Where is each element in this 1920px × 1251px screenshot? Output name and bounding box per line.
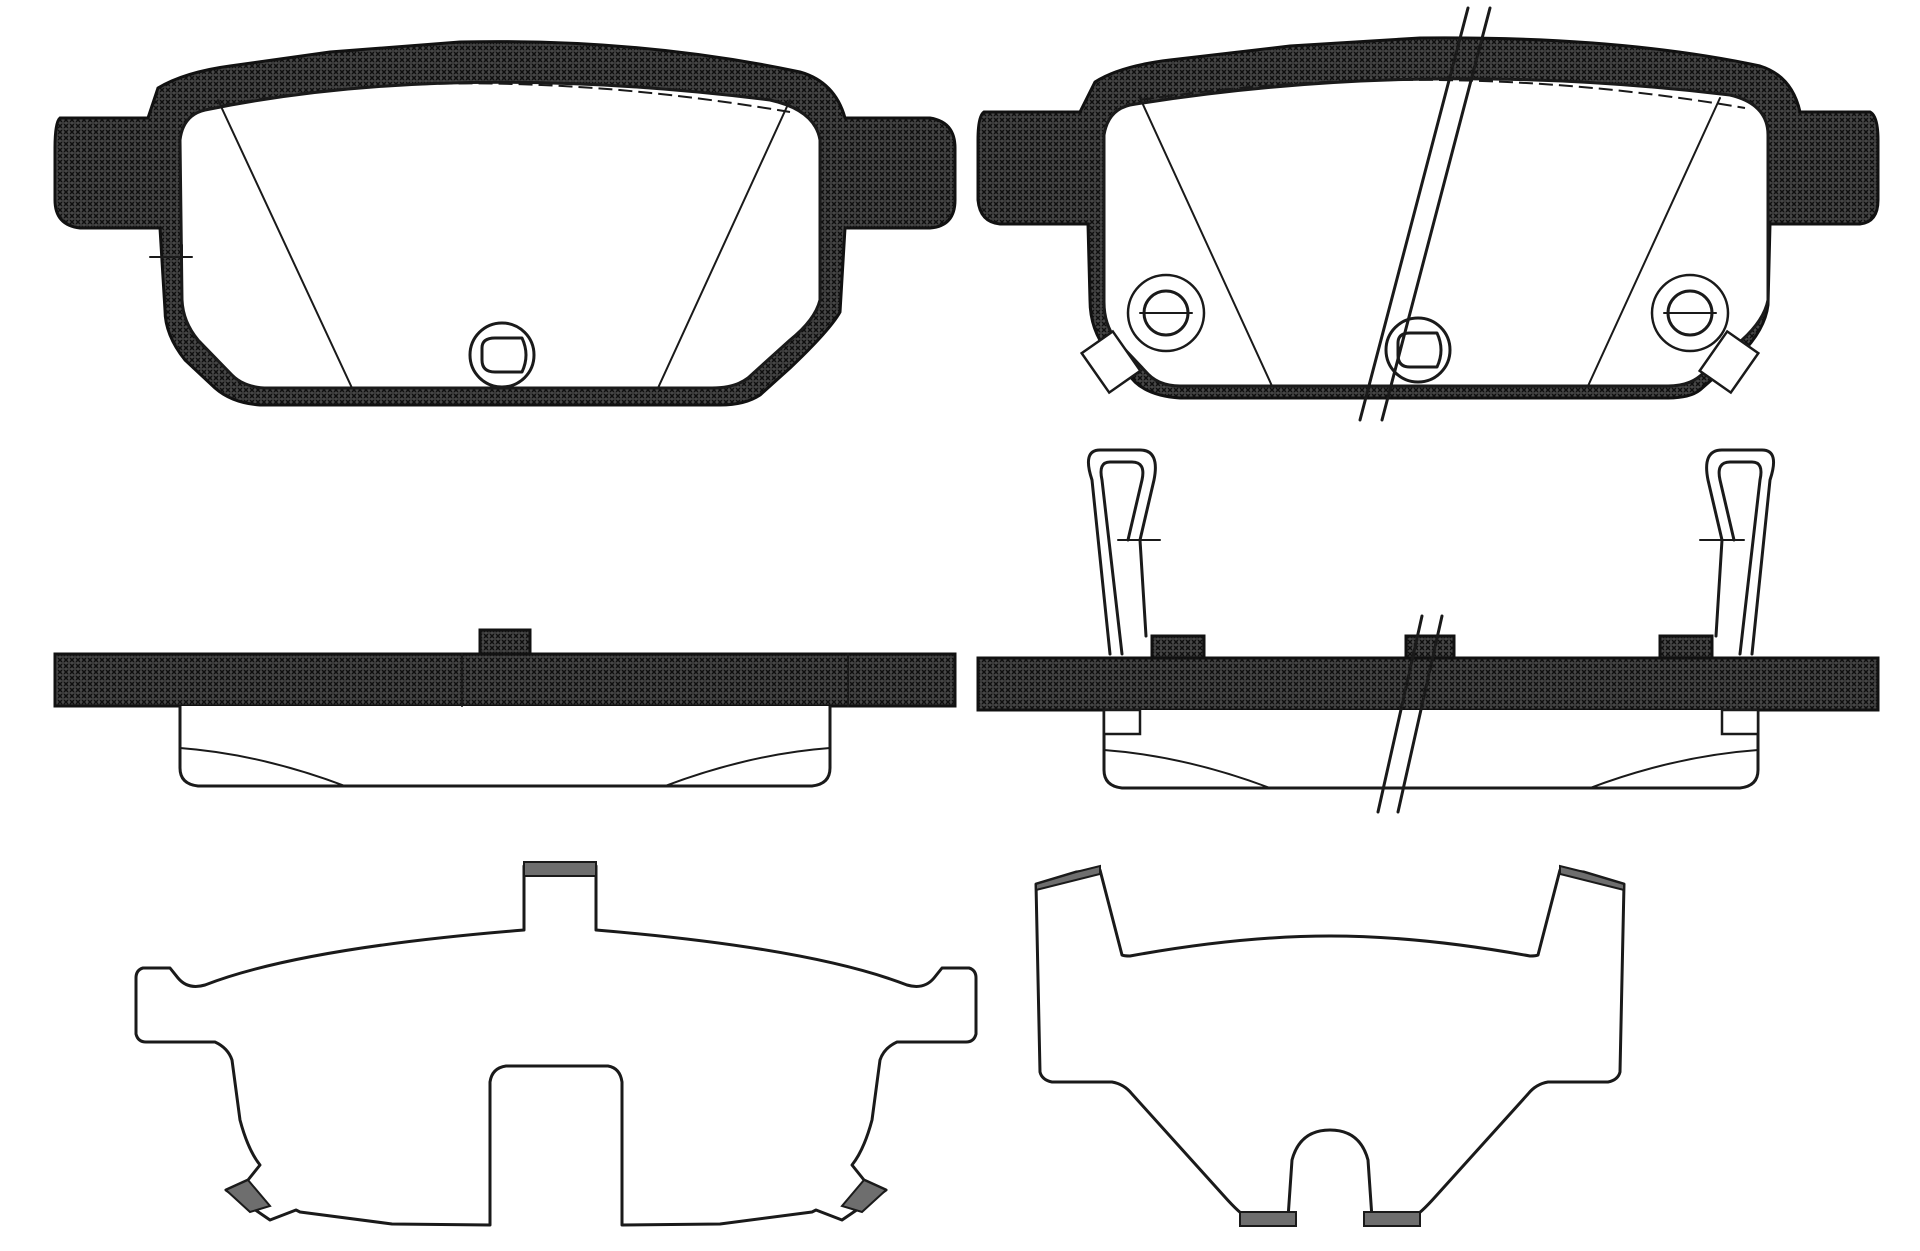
right-spring-clip-icon — [1699, 448, 1776, 656]
break-line — [1358, 6, 1470, 422]
pad-inner-front-view — [53, 40, 957, 407]
pad-inner-side-view — [53, 628, 957, 788]
break-line — [1380, 6, 1492, 422]
shim-inner-outline — [134, 861, 978, 1227]
side-friction-block — [1102, 710, 1760, 790]
friction-surface — [1102, 77, 1770, 388]
pad-outer-front-view — [976, 6, 1880, 422]
wear-indicator-line — [1139, 78, 1746, 109]
shim-outer-outline — [1034, 864, 1626, 1227]
right-clip-hole-icon — [1650, 273, 1761, 395]
friction-surface — [178, 80, 822, 390]
chamfer-line-right — [657, 99, 791, 389]
side-chamfer-left — [1103, 749, 1271, 789]
shim-foot-right — [1363, 1211, 1421, 1227]
sensor-base — [1404, 634, 1456, 660]
wear-indicator-line — [219, 82, 791, 113]
clip-base-left — [1150, 634, 1206, 660]
shim-foot-left — [1239, 1211, 1297, 1227]
shim-outline — [134, 864, 978, 1227]
left-clip-hole-icon — [1079, 273, 1206, 395]
center-pin-icon — [1384, 316, 1452, 384]
shim-ear-right — [840, 1178, 888, 1214]
shim-tab-right — [1559, 864, 1625, 892]
shim-tab-left — [1035, 864, 1101, 892]
shim-ear-left — [224, 1178, 272, 1214]
side-chamfer-left — [179, 747, 346, 787]
side-friction-block — [178, 706, 832, 788]
clip-foot-right — [1720, 708, 1760, 736]
clip-base-right — [1658, 634, 1714, 660]
side-chamfer-right — [664, 747, 831, 787]
chamfer-line-right — [1587, 97, 1721, 387]
break-gap — [1356, 150, 1396, 260]
shim-outline — [1034, 868, 1626, 1220]
break-line — [1396, 614, 1444, 814]
side-chamfer-right — [1589, 749, 1759, 789]
chamfer-line-left — [217, 99, 353, 389]
chamfer-line-left — [1139, 97, 1273, 387]
side-backing-plate — [53, 652, 957, 708]
side-tab — [478, 628, 532, 656]
break-line — [1376, 614, 1424, 814]
pad-outer-side-view — [976, 448, 1880, 814]
left-spring-clip-icon — [1086, 448, 1161, 656]
shim-top-tab — [523, 861, 597, 877]
center-pin-icon — [468, 321, 536, 389]
clip-foot-left — [1102, 708, 1142, 736]
